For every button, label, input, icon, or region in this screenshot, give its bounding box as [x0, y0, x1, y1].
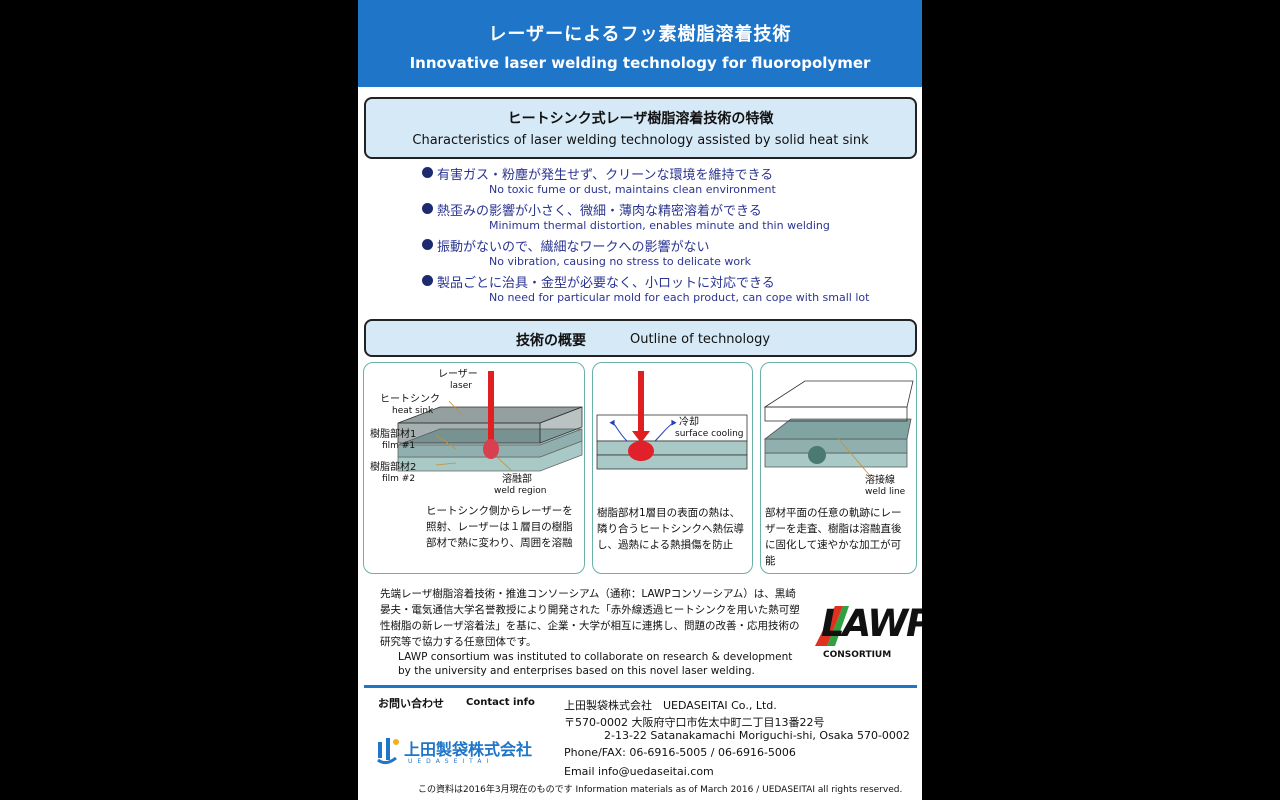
heatsink-label-jp: ヒートシンク	[380, 394, 440, 405]
film2-label-jp: 樹脂部材2	[370, 462, 417, 473]
cooling-label-jp: 冷却	[679, 417, 699, 428]
diagram-panel-weldline: 溶接線 weld line 部材平面の任意の軌跡にレーザーを走査、樹脂は溶融直後…	[760, 362, 917, 574]
document-page: レーザーによるフッ素樹脂溶着技術 Innovative laser weldin…	[358, 0, 922, 800]
heatsink-description: ヒートシンク側からレーザーを照射、レーザーは１層目の樹脂部材で熱に変わり、周囲を…	[426, 505, 573, 549]
lawp-logo-text: LAWP	[821, 602, 922, 645]
feature-text-jp: 製品ごとに治具・金型が必要なく、小ロットに対応できる	[437, 276, 775, 291]
address-en: 2-13-22 Satanakamachi Moriguchi-shi, Osa…	[604, 729, 910, 742]
feature-item: 製品ごとに治具・金型が必要なく、小ロットに対応できる No need for p…	[422, 273, 902, 309]
film2-label-en: film #2	[382, 474, 416, 484]
title-jp: レーザーによるフッ素樹脂溶着技術	[488, 24, 792, 45]
section-outline-title-jp: 技術の概要	[516, 333, 586, 349]
bullet-icon	[422, 203, 433, 214]
uedaseitai-logo-mark	[377, 738, 399, 765]
bullet-icon	[422, 275, 433, 286]
feature-text-en: No need for particular mold for each pro…	[489, 291, 870, 304]
phone-fax: Phone/FAX: 06-6916-5005 / 06-6916-5006	[564, 746, 796, 759]
film1-label-jp: 樹脂部材1	[370, 429, 417, 440]
contact-label-jp: お問い合わせ	[378, 697, 444, 710]
company-name: 上田製袋株式会社 UEDASEITAI Co., Ltd.	[564, 699, 777, 712]
feature-text-en: Minimum thermal distortion, enables minu…	[489, 219, 830, 232]
weldline-diagram	[763, 380, 914, 478]
feature-text-jp: 熱歪みの影響が小さく、微細・薄肉な精密溶着ができる	[437, 204, 762, 219]
weld-label-en: weld region	[494, 486, 547, 496]
section-outline-title-en: Outline of technology	[630, 332, 771, 347]
laser-label-jp: レーザー	[438, 369, 478, 380]
heatsink-diagram	[397, 371, 583, 472]
consortium-text-en: LAWP consortium was instituted to collab…	[398, 651, 793, 677]
feature-text-jp: 有害ガス・粉塵が発生せず、クリーンな環境を維持できる	[437, 168, 774, 183]
section-characteristics-title-jp: ヒートシンク式レーザ樹脂溶着技術の特徴	[507, 111, 774, 127]
film1-label-en: film #1	[382, 441, 416, 451]
feature-text-jp: 振動がないので、繊細なワークへの影響がない	[437, 240, 710, 255]
section-characteristics-title-en: Characteristics of laser welding technol…	[412, 133, 869, 148]
cooling-description: 樹脂部材1層目の表面の熱は、隣り合うヒートシンクへ熱伝導し、過熱による熱損傷を防…	[597, 507, 744, 551]
heatsink-label-en: heat sink	[392, 406, 434, 416]
lawp-logo-subtext: CONSORTIUM	[823, 650, 892, 660]
title-en: Innovative laser welding technology for …	[409, 54, 871, 72]
uedaseitai-logo-name: 上田製袋株式会社	[404, 740, 533, 759]
feature-text-en: No vibration, causing no stress to delic…	[489, 255, 751, 268]
weldline-label-jp: 溶接線	[865, 475, 895, 486]
address-jp: 〒570-0002 大阪府守口市佐太中町二丁目13番22号	[564, 716, 825, 729]
weld-label-jp: 溶融部	[502, 474, 532, 485]
lawp-logo: LAWP CONSORTIUM	[813, 602, 922, 664]
uedaseitai-logo-roman: UEDASEITAI	[408, 758, 494, 765]
contact-label-en: Contact info	[466, 697, 535, 708]
laser-label-en: laser	[450, 381, 472, 391]
feature-item: 有害ガス・粉塵が発生せず、クリーンな環境を維持できる No toxic fume…	[422, 165, 902, 201]
uedaseitai-logo: 上田製袋株式会社 UEDASEITAI	[374, 734, 549, 768]
feature-item: 振動がないので、繊細なワークへの影響がない No vibration, caus…	[422, 237, 902, 273]
diagram-panel-cooling: 冷却 surface cooling 樹脂部材1層目の表面の熱は、隣り合うヒート…	[592, 362, 753, 574]
lawp-logo-mark	[815, 606, 849, 646]
feature-item: 熱歪みの影響が小さく、微細・薄肉な精密溶着ができる Minimum therma…	[422, 201, 902, 237]
weldline-description: 部材平面の任意の軌跡にレーザーを走査、樹脂は溶融直後に固化して速やかな加工が可能	[765, 507, 902, 567]
bullet-icon	[422, 239, 433, 250]
feature-list: 有害ガス・粉塵が発生せず、クリーンな環境を維持できる No toxic fume…	[422, 165, 902, 309]
bullet-icon	[422, 167, 433, 178]
weldline-label-en: weld line	[865, 487, 906, 497]
consortium-text-jp: 先端レーザ樹脂溶着技術・推進コンソーシアム（通称：LAWPコンソーシアム）は、黒…	[380, 588, 800, 648]
cooling-diagram	[596, 371, 748, 470]
footer-note: この資料は2016年3月現在のものです Information material…	[418, 785, 903, 795]
diagram-panel-heatsink: レーザー laser ヒートシンク heat sink 樹脂部材1 film #…	[363, 362, 585, 574]
section-characteristics-header: ヒートシンク式レーザ樹脂溶着技術の特徴 Characteristics of l…	[364, 97, 917, 159]
email-link[interactable]: Email info@uedaseitai.com	[564, 765, 714, 778]
cooling-label-en: surface cooling	[675, 429, 744, 439]
section-outline-header: 技術の概要 Outline of technology	[364, 319, 917, 357]
contact-divider	[364, 685, 917, 688]
feature-text-en: No toxic fume or dust, maintains clean e…	[489, 183, 776, 196]
title-banner: レーザーによるフッ素樹脂溶着技術 Innovative laser weldin…	[358, 0, 922, 87]
